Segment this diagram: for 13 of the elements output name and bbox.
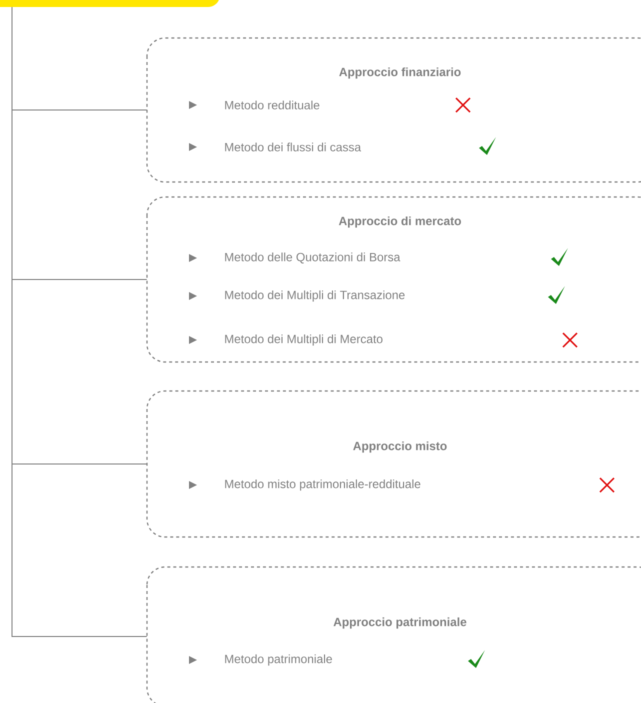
heading: Approccio finanziario — [339, 67, 461, 79]
list-item: Metodo dei Multipli di Transazione — [225, 290, 405, 302]
list-item: Metodo reddituale — [225, 100, 320, 110]
heading: Approccio patrimoniale — [334, 617, 466, 629]
highlight-box — [0, 0, 220, 7]
list-item: Metodo patrimoniale — [225, 654, 332, 666]
heading: Approccio misto — [353, 441, 447, 453]
heading: Approccio di mercato — [338, 216, 461, 228]
list-item: Metodo dei Multipli di Mercato — [225, 334, 382, 346]
connector-line — [12, 6, 148, 637]
list-item: Metodo delle Quotazioni di Borsa — [225, 252, 400, 264]
list-item: Metodo misto patrimoniale-reddituale — [225, 479, 420, 491]
list-item: Metodo dei flussi di cassa — [225, 142, 362, 152]
